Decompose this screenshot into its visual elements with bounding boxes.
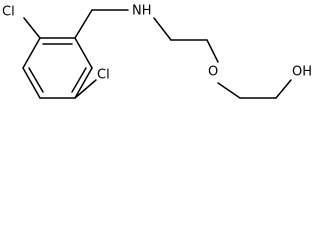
bond-nh-to-c1 <box>153 17 172 41</box>
atom-label-o-ether: O <box>208 65 218 80</box>
ring-bond-3 <box>74 67 93 99</box>
ring-bond-2 <box>74 37 93 69</box>
ring-double-bond-2 <box>71 67 87 93</box>
bond-c4-to-oh <box>275 79 292 99</box>
ring-bond-6 <box>22 37 41 69</box>
atom-label-oh: OH <box>292 65 312 80</box>
benzene-ring <box>22 37 93 99</box>
atom-label-nh: NH <box>132 4 152 19</box>
atom-label-cl-bottom: Cl <box>97 68 110 83</box>
bond-o-to-c3 <box>217 82 241 99</box>
bond-ring-to-cl-bottom <box>74 79 97 99</box>
atom-label-cl-top: Cl <box>2 5 15 20</box>
ring-bond-5 <box>22 67 41 99</box>
bond-ring-to-ch2 <box>74 9 93 39</box>
chemical-structure-diagram: Cl NH O OH Cl <box>2 4 312 99</box>
ring-double-bond-3 <box>28 67 44 93</box>
bond-c2-to-o <box>206 39 219 63</box>
bond-ring-to-cl-top <box>23 17 41 39</box>
